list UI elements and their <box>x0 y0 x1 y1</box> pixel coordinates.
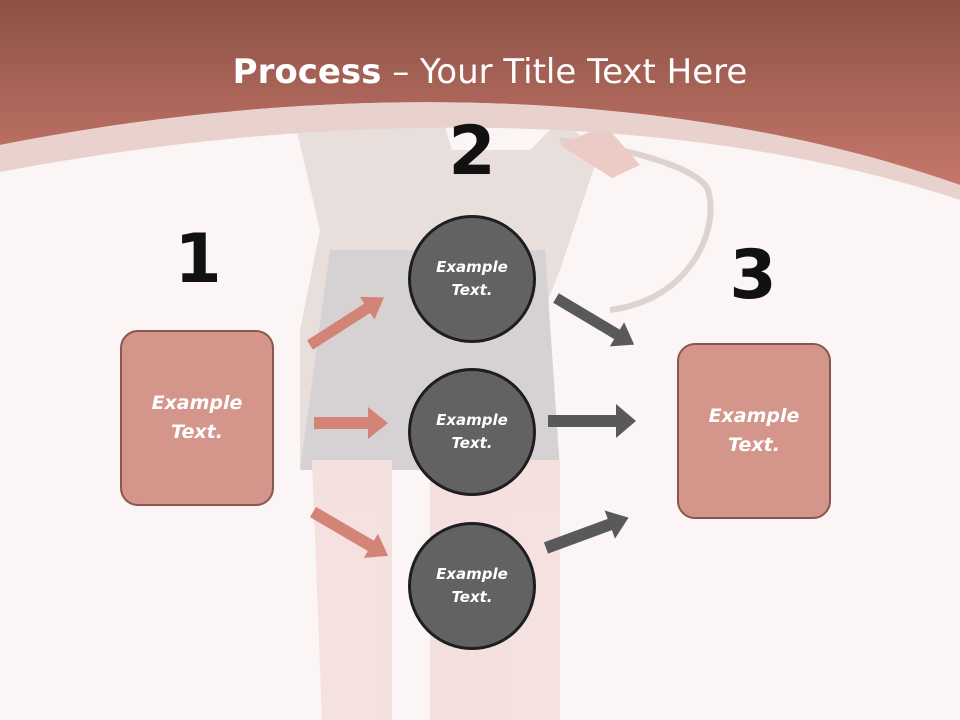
slide-title: Process – Your Title Text Here <box>0 52 960 92</box>
step-1-box: Example Text. <box>120 330 274 506</box>
arrow-left-middle <box>314 407 388 439</box>
arrow-right-middle <box>548 404 636 438</box>
step-3-box: Example Text. <box>677 343 831 519</box>
title-dash: – <box>381 52 421 92</box>
step-number-1: 1 <box>174 220 222 299</box>
step-2-text-bottom: Example Text. <box>436 565 508 606</box>
step-number-3: 3 <box>729 236 777 315</box>
step-2-text-middle: Example Text. <box>436 411 508 452</box>
step-2-circle-middle: Example Text. <box>408 368 536 496</box>
step-2-circle-bottom: Example Text. <box>408 522 536 650</box>
title-text: Your Title Text Here <box>420 52 748 92</box>
arrow-left-down <box>309 506 389 558</box>
step-1-text: Example Text. <box>151 392 243 443</box>
step-3-text: Example Text. <box>708 405 800 456</box>
arrow-right-up <box>543 510 629 554</box>
step-2-text-top: Example Text. <box>436 258 508 299</box>
step-2-circle-top: Example Text. <box>408 215 536 343</box>
title-bold: Process <box>232 52 382 92</box>
arrow-right-down <box>553 293 635 347</box>
arrow-left-up <box>307 296 385 350</box>
step-number-2: 2 <box>448 112 496 191</box>
